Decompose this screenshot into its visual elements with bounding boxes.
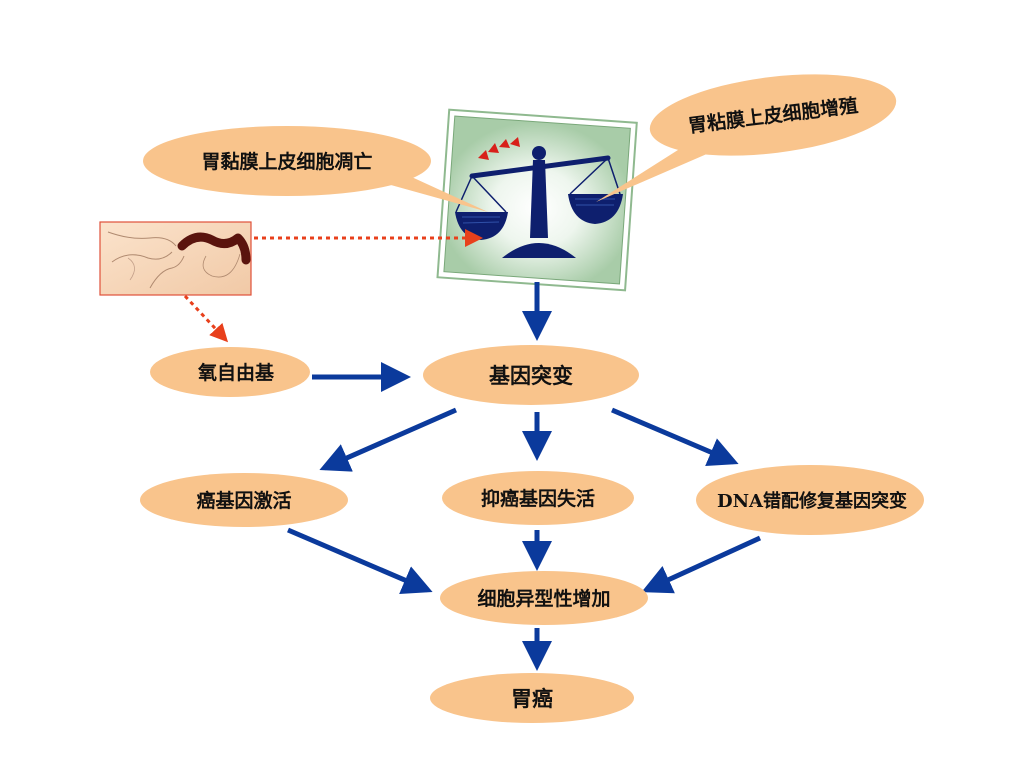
tilt-indicator-icon: [478, 137, 520, 160]
bacterium-to-radical-arrow: [183, 294, 229, 343]
suppressor-label: 抑癌基因失活: [481, 487, 595, 510]
node-dna-repair: DNA错配修复基因突变: [696, 465, 924, 535]
oncogene-to-atypia-arrow: [287, 527, 433, 594]
free-radical-label: 氧自由基: [198, 361, 275, 384]
mutation-to-repair-arrow: [611, 407, 739, 466]
mutation-to-oncogene-arrow: [319, 407, 458, 472]
node-atypia: 细胞异型性增加: [440, 571, 648, 625]
apoptosis-label: 胃黏膜上皮细胞凋亡: [201, 150, 372, 173]
node-mutation: 基因突变: [423, 345, 639, 405]
atypia-label: 细胞异型性增加: [477, 587, 610, 610]
node-suppressor: 抑癌基因失活: [442, 471, 634, 525]
proliferation-bubble: 胃粘膜上皮细胞增殖: [596, 74, 897, 202]
cancer-label: 胃癌: [511, 686, 553, 711]
apoptosis-bubble: 胃黏膜上皮细胞凋亡: [143, 126, 488, 212]
dna-repair-label: DNA错配修复基因突变: [717, 490, 907, 512]
repair-to-atypia-arrow: [641, 535, 762, 594]
balance-scale-icon: [436, 108, 638, 292]
mutation-label: 基因突变: [489, 363, 573, 388]
node-oncogene: 癌基因激活: [140, 473, 348, 527]
node-free-radical: 氧自由基: [150, 347, 310, 397]
node-cancer: 胃癌: [430, 673, 634, 723]
helicobacter-image: [99, 221, 252, 296]
oncogene-label: 癌基因激活: [196, 489, 291, 512]
